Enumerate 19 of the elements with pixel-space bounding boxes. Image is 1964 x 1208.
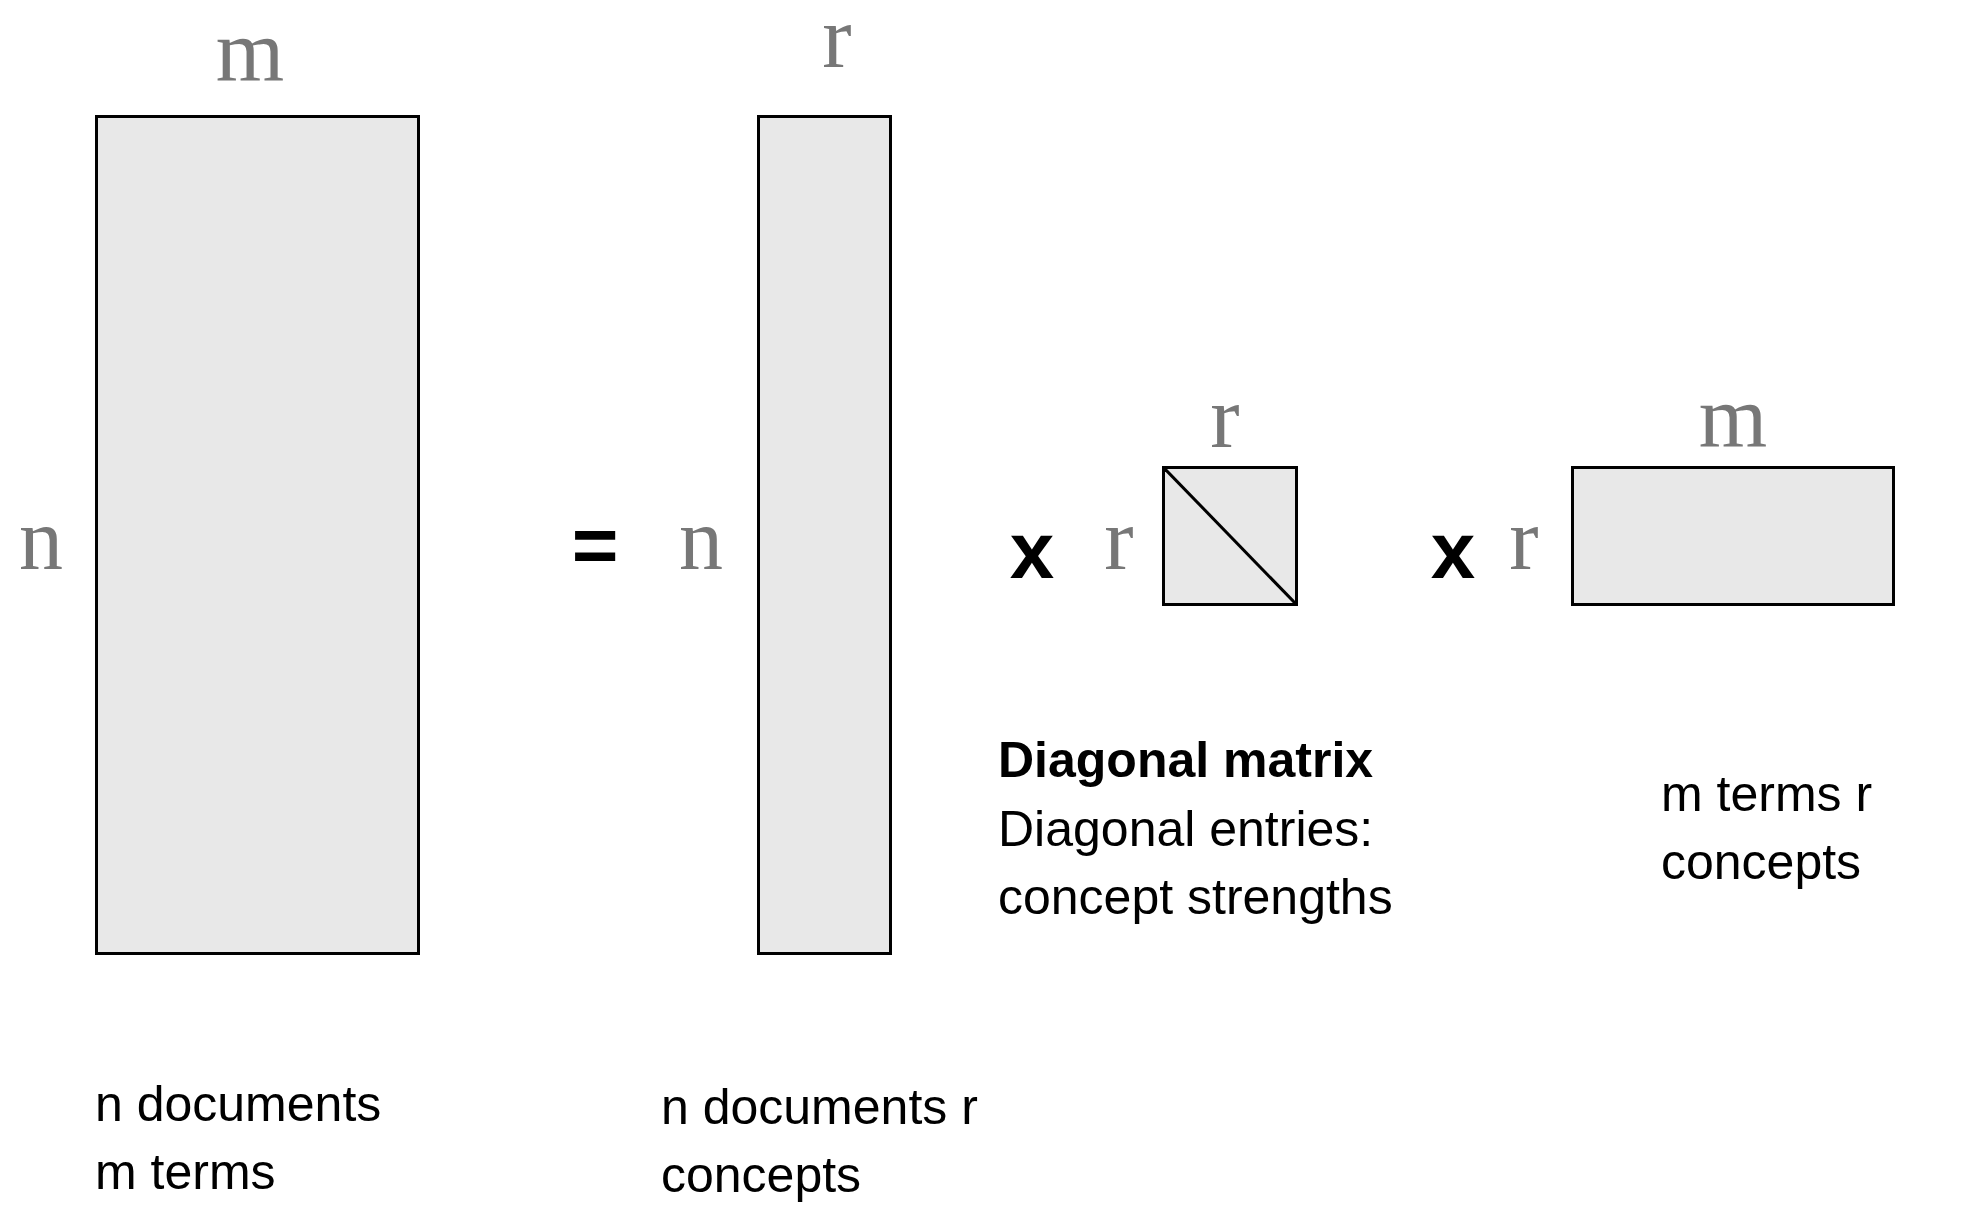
dimension-label: r — [1210, 374, 1240, 462]
dimension-label: m — [1698, 374, 1768, 462]
matrix-caption: Diagonal entries: concept strengths — [998, 800, 1394, 927]
dimension-label: m — [215, 8, 285, 96]
operator-sign: x — [1009, 511, 1055, 591]
dimension-label: n — [679, 496, 723, 584]
operator-sign: = — [571, 505, 619, 585]
matrix-title: Diagonal matrix — [998, 731, 1375, 790]
dimension-label: r — [1104, 496, 1134, 584]
matrix-rectangle — [757, 115, 892, 955]
matrix-caption: m terms r concepts — [1661, 765, 1874, 892]
matrix-caption: n documents r concepts — [661, 1078, 979, 1205]
matrix-rectangle — [1571, 466, 1895, 606]
dimension-label: r — [1509, 496, 1539, 584]
matrix-caption: n documents m terms — [95, 1075, 383, 1202]
operator-sign: x — [1430, 511, 1476, 591]
dimension-label: r — [822, 0, 852, 82]
matrix-rectangle — [95, 115, 420, 955]
dimension-label: n — [19, 496, 63, 584]
